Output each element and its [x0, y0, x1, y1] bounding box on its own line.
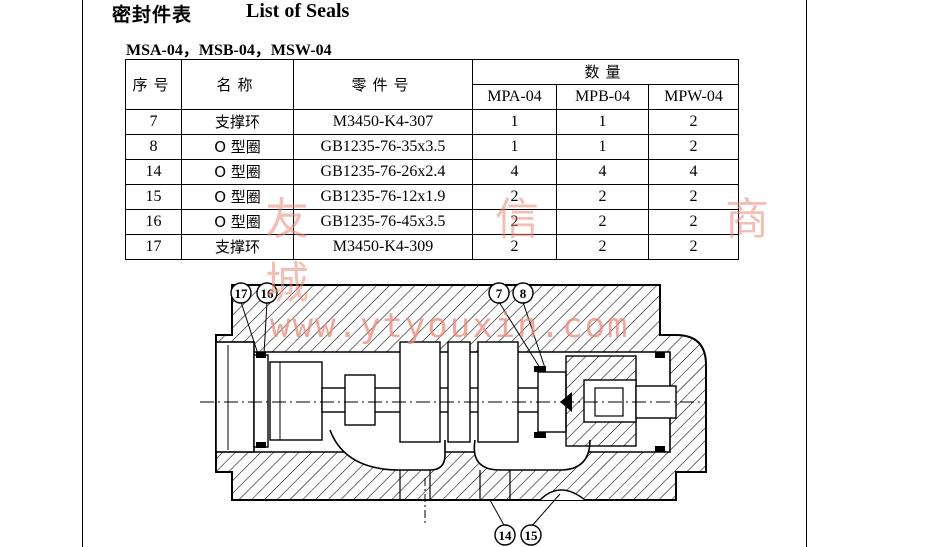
cell-qty-mpw: 2 [648, 134, 739, 160]
callout-15-label: 15 [525, 528, 539, 543]
cell-qty-mpa: 2 [472, 209, 557, 235]
table-row: 17 支撑环 M3450-K4-309 2 2 2 [125, 234, 739, 260]
cell-qty-mpb: 2 [556, 209, 649, 235]
cell-part: M3450-K4-307 [293, 109, 473, 135]
left-end-plug [215, 341, 323, 453]
table-row: 16 O 型圈 GB1235-76-45x3.5 2 2 2 [125, 209, 739, 235]
header-part: 零件号 [293, 59, 473, 110]
callout-17: 17 [230, 282, 252, 304]
cell-no: 7 [125, 109, 182, 135]
watermark-chinese: 友 信 商 城 [265, 194, 855, 309]
callout-16-label: 16 [261, 286, 275, 301]
cell-name: 支撑环 [181, 109, 294, 135]
seals-table: 序号 名称 零件号 数量 MPA-04 MPB-04 MPW-04 7 支撑环 … [125, 59, 739, 260]
cell-qty-mpb: 2 [556, 234, 649, 260]
callout-8: 8 [512, 282, 534, 304]
callout-14: 14 [494, 524, 516, 546]
title-english: List of Seals [246, 0, 350, 22]
watermark-url: www.ytyouxin.com [270, 306, 630, 346]
table-row: 14 O 型圈 GB1235-76-26x2.4 4 4 4 [125, 159, 739, 185]
header-no: 序号 [125, 59, 182, 110]
page-left-rule [82, 0, 83, 547]
callout-15: 15 [520, 524, 542, 546]
cell-qty-mpb: 1 [556, 109, 649, 135]
cell-part: GB1235-76-26x2.4 [293, 159, 473, 185]
title-chinese: 密封件表 [112, 4, 193, 26]
callout-leaders [240, 301, 561, 528]
callout-7: 7 [488, 282, 510, 304]
page-right-rule [806, 0, 807, 547]
callout-16: 16 [256, 282, 278, 304]
header-mpw: MPW-04 [648, 84, 739, 110]
callout-14-label: 14 [499, 528, 513, 543]
cell-qty-mpa: 4 [472, 159, 557, 185]
callout-8-label: 8 [520, 286, 527, 301]
cell-name: 支撑环 [181, 234, 294, 260]
spool-assembly [321, 341, 567, 443]
cell-qty-mpa: 1 [472, 134, 557, 160]
cell-qty-mpw: 2 [648, 234, 739, 260]
cell-qty-mpw: 2 [648, 209, 739, 235]
cell-part: M3450-K4-309 [293, 234, 473, 260]
cell-no: 16 [125, 209, 182, 235]
header-mpb: MPB-04 [556, 84, 649, 110]
cell-name: O 型圈 [181, 209, 294, 235]
callout-17-label: 17 [235, 286, 249, 301]
table-row: 8 O 型圈 GB1235-76-35x3.5 1 1 2 [125, 134, 739, 160]
model-list: MSA-04，MSB-04，MSW-04 [126, 42, 332, 59]
cell-no: 17 [125, 234, 182, 260]
callout-7-label: 7 [496, 286, 503, 301]
